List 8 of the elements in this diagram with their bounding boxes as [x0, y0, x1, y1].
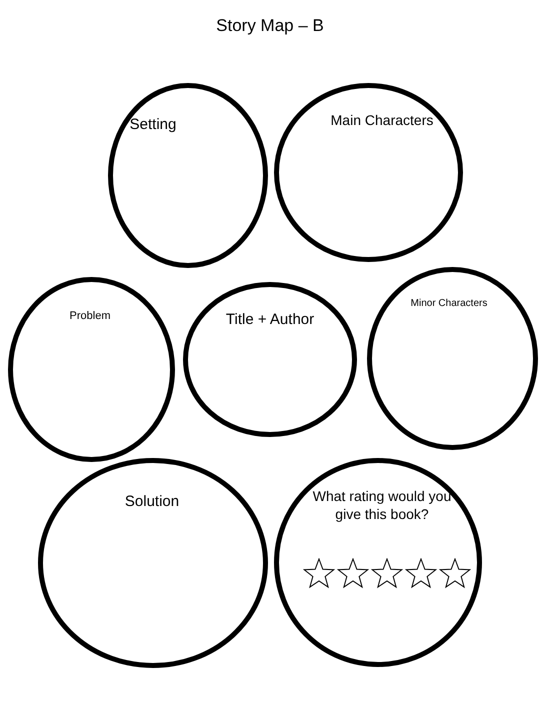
bubble-label: Problem — [70, 310, 110, 322]
bubble-label: Solution — [124, 493, 180, 510]
bubble-label: Title + Author — [226, 311, 314, 328]
bubble-label: What rating would you give this book? — [312, 488, 452, 523]
bubble-label: Setting — [130, 116, 176, 133]
bubble-label: Minor Characters — [410, 298, 488, 309]
bubble-label: Main Characters — [330, 112, 434, 128]
diagram-title: Story Map – B — [215, 16, 325, 36]
